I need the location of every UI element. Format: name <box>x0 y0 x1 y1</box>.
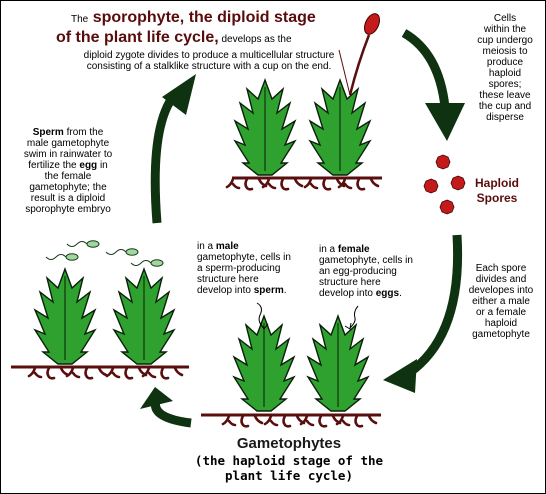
rhizoids <box>335 414 378 428</box>
pointer-line <box>338 49 351 96</box>
arrow-head <box>140 387 173 409</box>
gametophyte-plant <box>309 79 371 176</box>
male-gametophyte-plant <box>233 315 295 412</box>
sporophyte-caption-line4: consisting of a stalklike structure with… <box>86 61 332 72</box>
gametophytes-subtitle-line1: (the haploid stage of the <box>194 453 384 468</box>
rhizoids <box>65 366 108 380</box>
gametophyte-plant-group <box>201 302 381 428</box>
eggs-word: eggs <box>375 288 400 299</box>
gametophyte-plant <box>234 79 296 176</box>
haploid-spores-label: Haploid Spores <box>475 176 519 205</box>
spore <box>439 199 455 215</box>
rhizoids <box>105 366 148 380</box>
sperm-word: Sperm <box>32 127 64 138</box>
rhizoids <box>299 414 342 428</box>
sporophyte-caption-line3: diploid zygote divides to produce a mult… <box>83 50 335 61</box>
arrow-to-spores <box>401 29 450 108</box>
male-gametophyte-note: in a male gametophyte, cells in a sperm-… <box>197 241 291 296</box>
rhizoids <box>261 177 304 191</box>
arrow-head <box>425 103 465 141</box>
rhizoids <box>141 366 184 380</box>
sperm-cell <box>130 259 164 267</box>
spore <box>450 175 466 191</box>
spore <box>423 178 439 194</box>
female-gametophyte-note: in a female gametophyte, cells in an egg… <box>319 244 413 299</box>
sporophyte-caption: The sporophyte, the diploid stage <box>71 9 371 29</box>
rhizoids <box>337 177 380 191</box>
gametophyte-plant <box>113 268 175 365</box>
sporophyte-title-line2: of the plant life cycle, <box>56 29 219 46</box>
arrow-head <box>383 359 417 393</box>
sperm-cell <box>45 253 79 261</box>
sperm-word: sperm <box>253 285 284 296</box>
sporophyte-caption-line2: of the plant life cycle, develops as the <box>56 29 376 47</box>
sporophyte-stalk <box>348 34 371 96</box>
arrow-head <box>162 74 196 115</box>
rhizoids <box>225 177 268 191</box>
gametophytes-subtitle-line2: plant life cycle) <box>225 468 353 483</box>
rhizoids <box>221 414 264 428</box>
male-word: male <box>215 241 239 252</box>
egg-structure-pointer <box>349 305 359 329</box>
sporophyte-title-line1: sporophyte, the diploid stage <box>92 9 316 26</box>
spore <box>435 154 451 170</box>
cycle-arrows <box>140 29 465 428</box>
gametophyte-plant <box>34 268 96 365</box>
female-word: female <box>337 244 370 255</box>
gametophytes-title: Gametophytes <box>236 435 342 452</box>
arrow-to-gametophytes <box>406 234 463 377</box>
sporophyte-plant-group <box>225 13 382 191</box>
haploid-spores <box>423 154 466 215</box>
female-gametophyte-plant <box>307 315 369 412</box>
rhizoids <box>27 366 70 380</box>
caption-lead: The <box>71 14 89 25</box>
sperm-cell <box>105 248 139 256</box>
spore-development-note: Each spore divides and developes into ei… <box>468 263 534 340</box>
spore-capsule <box>363 13 381 35</box>
egg-word: egg <box>79 160 98 171</box>
fertilization-note: Sperm from the male gametophyte swim in … <box>23 127 113 215</box>
meiosis-note: Cells within the cup undergo meiosis to … <box>477 13 533 123</box>
arrow-to-fertilization <box>150 399 192 428</box>
sporophyte-caption-tail: develops as the <box>221 34 292 45</box>
sperm-cell <box>66 240 100 248</box>
arrow-to-sporophyte <box>150 88 181 224</box>
rhizoids <box>263 414 306 428</box>
fertilization-plant-group <box>11 240 189 380</box>
